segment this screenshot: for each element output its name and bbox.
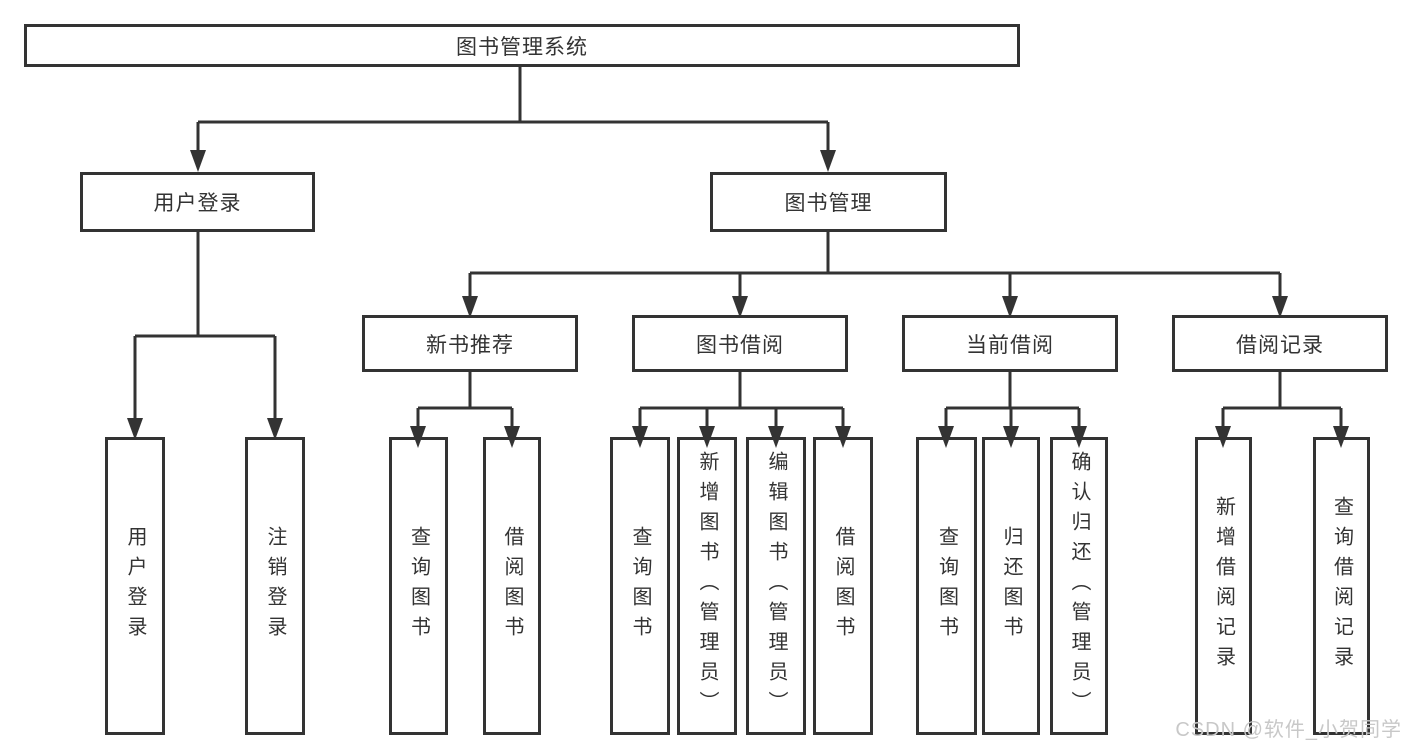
node-label: 借阅记录 xyxy=(1236,333,1324,357)
node-label: 查询图书 xyxy=(407,526,430,646)
leaf-query-books-2: 查询图书 xyxy=(610,437,670,735)
node-label: 图书借阅 xyxy=(696,333,784,357)
connector-segments xyxy=(133,67,1343,428)
node-book-management: 图书管理 xyxy=(710,172,947,232)
node-label: 新增借阅记录 xyxy=(1212,496,1235,676)
node-borrow-records: 借阅记录 xyxy=(1172,315,1388,372)
node-label: 当前借阅 xyxy=(966,333,1054,357)
node-label: 用户登录 xyxy=(124,526,146,646)
leaf-query-borrow-record: 查询借阅记录 xyxy=(1313,437,1370,735)
leaf-add-borrow-record: 新增借阅记录 xyxy=(1195,437,1252,735)
node-label: 确认归还（管理员） xyxy=(1068,451,1090,721)
node-label: 借阅图书 xyxy=(501,526,523,646)
node-user-login: 用户登录 xyxy=(80,172,315,232)
leaf-query-books-3: 查询图书 xyxy=(916,437,977,735)
node-current-borrow: 当前借阅 xyxy=(902,315,1118,372)
node-label: 编辑图书（管理员） xyxy=(765,451,787,721)
node-label: 新书推荐 xyxy=(426,333,514,357)
leaf-add-book-admin: 新增图书（管理员） xyxy=(677,437,737,735)
leaf-borrow-books-1: 借阅图书 xyxy=(483,437,541,735)
leaf-edit-book-admin: 编辑图书（管理员） xyxy=(746,437,806,735)
node-book-borrow: 图书借阅 xyxy=(632,315,848,372)
node-label: 查询借阅记录 xyxy=(1330,496,1353,676)
leaf-query-books-1: 查询图书 xyxy=(389,437,448,735)
leaf-user-login: 用户登录 xyxy=(105,437,165,735)
node-label: 用户登录 xyxy=(153,192,242,215)
node-label: 归还图书 xyxy=(1000,526,1022,646)
node-new-book-recommend: 新书推荐 xyxy=(362,315,578,372)
node-label: 查询图书 xyxy=(629,526,651,646)
leaf-confirm-return-admin: 确认归还（管理员） xyxy=(1050,437,1108,735)
leaf-borrow-books-2: 借阅图书 xyxy=(813,437,873,735)
node-label: 借阅图书 xyxy=(832,526,854,646)
node-library-system: 图书管理系统 xyxy=(24,24,1020,67)
node-label: 图书管理系统 xyxy=(456,35,588,59)
node-label: 新增图书（管理员） xyxy=(696,451,718,721)
leaf-return-books: 归还图书 xyxy=(982,437,1040,735)
node-label: 注销登录 xyxy=(264,526,286,646)
node-label: 查询图书 xyxy=(935,526,958,646)
leaf-logout: 注销登录 xyxy=(245,437,305,735)
node-label: 图书管理 xyxy=(784,192,873,215)
csdn-watermark: CSDN @软件_小贺同学 xyxy=(1175,719,1402,741)
